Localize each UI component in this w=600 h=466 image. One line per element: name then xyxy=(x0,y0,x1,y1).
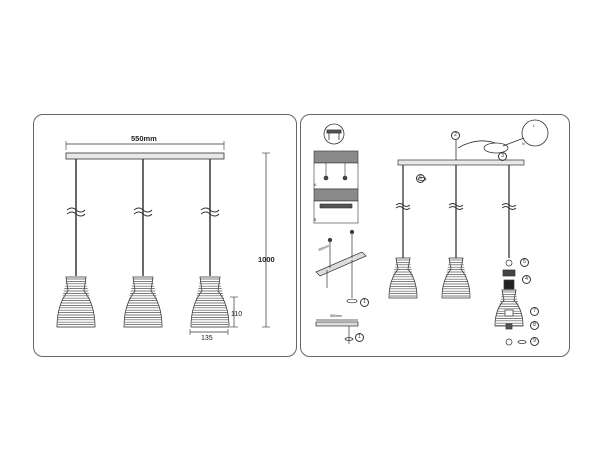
pendant-shade-3 xyxy=(190,276,230,328)
rail-bottom-label: 550mm xyxy=(330,314,342,318)
callout-6: 6 xyxy=(416,174,425,183)
callout-9: 9 xyxy=(530,337,539,346)
callout-2: 2 xyxy=(451,131,460,140)
width-label: 550mm xyxy=(131,134,157,143)
ceiling-rail xyxy=(65,152,225,160)
wiring xyxy=(455,119,549,160)
assembly-shade-2 xyxy=(441,257,471,299)
callout-4: 4 xyxy=(522,275,531,284)
assembly-shades xyxy=(388,257,524,327)
callout-3: 3 xyxy=(498,152,507,161)
assembly-rail xyxy=(397,159,525,166)
height-label: 1000 xyxy=(258,255,275,264)
step-b-ceiling xyxy=(313,188,359,224)
callout-5: 5 xyxy=(520,258,529,267)
wire-l-label: L xyxy=(533,124,535,128)
rail-install xyxy=(315,229,367,304)
pendant-shade-1 xyxy=(56,276,96,328)
shade-height-label: 110 xyxy=(231,311,243,318)
rail-bottom-inset xyxy=(315,319,359,344)
callout-7: 7 xyxy=(530,307,539,316)
step-a-label: A xyxy=(314,183,317,187)
callout-1: 1 xyxy=(360,298,369,307)
cable-break-marks xyxy=(66,207,220,217)
shade-width-label: 135 xyxy=(201,335,213,342)
exploded-parts xyxy=(417,177,527,346)
pendant-shade-2 xyxy=(123,276,163,328)
callout-1b: 1 xyxy=(355,333,364,342)
step-b-label: B xyxy=(314,218,317,222)
assembly-shade-3 xyxy=(494,289,524,327)
callout-8: 8 xyxy=(530,321,539,330)
assembly-shade-1 xyxy=(388,257,418,299)
pendant-shades xyxy=(56,276,230,328)
cables xyxy=(75,159,211,276)
wire-n-label: N xyxy=(522,142,525,146)
step-a-ceiling xyxy=(313,150,359,190)
assembly-cables xyxy=(402,165,510,258)
bracket-icon xyxy=(323,123,345,145)
